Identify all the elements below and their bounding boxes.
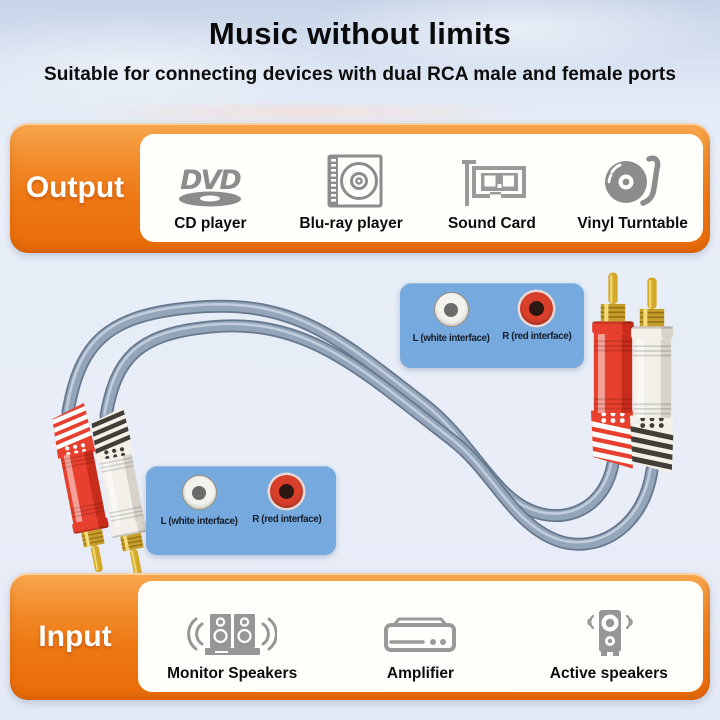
sound-card-icon xyxy=(454,154,530,210)
port-label-right: R (red interface) xyxy=(502,331,572,342)
input-band: Input xyxy=(10,573,710,700)
device-label: Amplifier xyxy=(386,665,455,682)
device-label: Vinyl Turntable xyxy=(577,215,688,232)
device-active-speakers: Active speakers xyxy=(515,581,703,692)
device-bluray-player: Blu-ray player xyxy=(281,134,422,242)
output-band: Output DVD CD player xyxy=(10,123,710,253)
device-amplifier: Amplifier xyxy=(326,581,514,692)
port-label-left: L (white interface) xyxy=(160,516,238,527)
dvd-disc-icon: DVD xyxy=(164,160,256,210)
device-sound-card: Sound Card xyxy=(422,134,563,242)
page-subtitle: Suitable for connecting devices with dua… xyxy=(43,64,677,85)
port-label-right: R (red interface) xyxy=(252,514,322,525)
white-port-column: L (white interface) xyxy=(413,292,490,344)
dvd-logo-text: DVD xyxy=(181,165,242,196)
device-monitor-speakers: Monitor Speakers xyxy=(138,581,326,692)
rca-port-callout-bottom: L (white interface) R (red interface) xyxy=(146,466,336,555)
device-label: Blu-ray player xyxy=(299,215,403,232)
vinyl-turntable-icon xyxy=(601,152,665,210)
input-label: Input xyxy=(38,619,112,653)
input-device-panel: Monitor Speakers Amplifier xyxy=(138,581,703,692)
output-device-panel: DVD CD player xyxy=(140,134,703,242)
device-label: Active speakers xyxy=(549,665,668,682)
rca-plug-white-right xyxy=(625,278,678,474)
device-cd-player: DVD CD player xyxy=(140,134,281,242)
bluray-player-icon xyxy=(318,152,384,210)
port-label-left: L (white interface) xyxy=(412,333,490,344)
device-vinyl-turntable: Vinyl Turntable xyxy=(562,134,703,242)
white-port-icon xyxy=(433,292,469,327)
device-label: Monitor Speakers xyxy=(167,665,298,682)
device-label: CD player xyxy=(174,215,247,232)
active-speakers-icon xyxy=(580,606,638,660)
red-port-column: R (red interface) xyxy=(252,475,322,525)
white-port-icon xyxy=(181,475,217,510)
amplifier-icon xyxy=(378,614,462,660)
output-label: Output xyxy=(25,171,125,204)
red-port-icon xyxy=(520,292,554,325)
rca-port-callout-top: L (white interface) R (red interface) xyxy=(400,283,584,368)
page-title: Music without limits xyxy=(208,16,512,51)
monitor-speakers-icon xyxy=(187,610,278,660)
device-label: Sound Card xyxy=(447,215,536,232)
white-port-column: L (white interface) xyxy=(161,475,238,527)
red-port-column: R (red interface) xyxy=(502,292,572,342)
red-port-icon xyxy=(270,475,304,508)
